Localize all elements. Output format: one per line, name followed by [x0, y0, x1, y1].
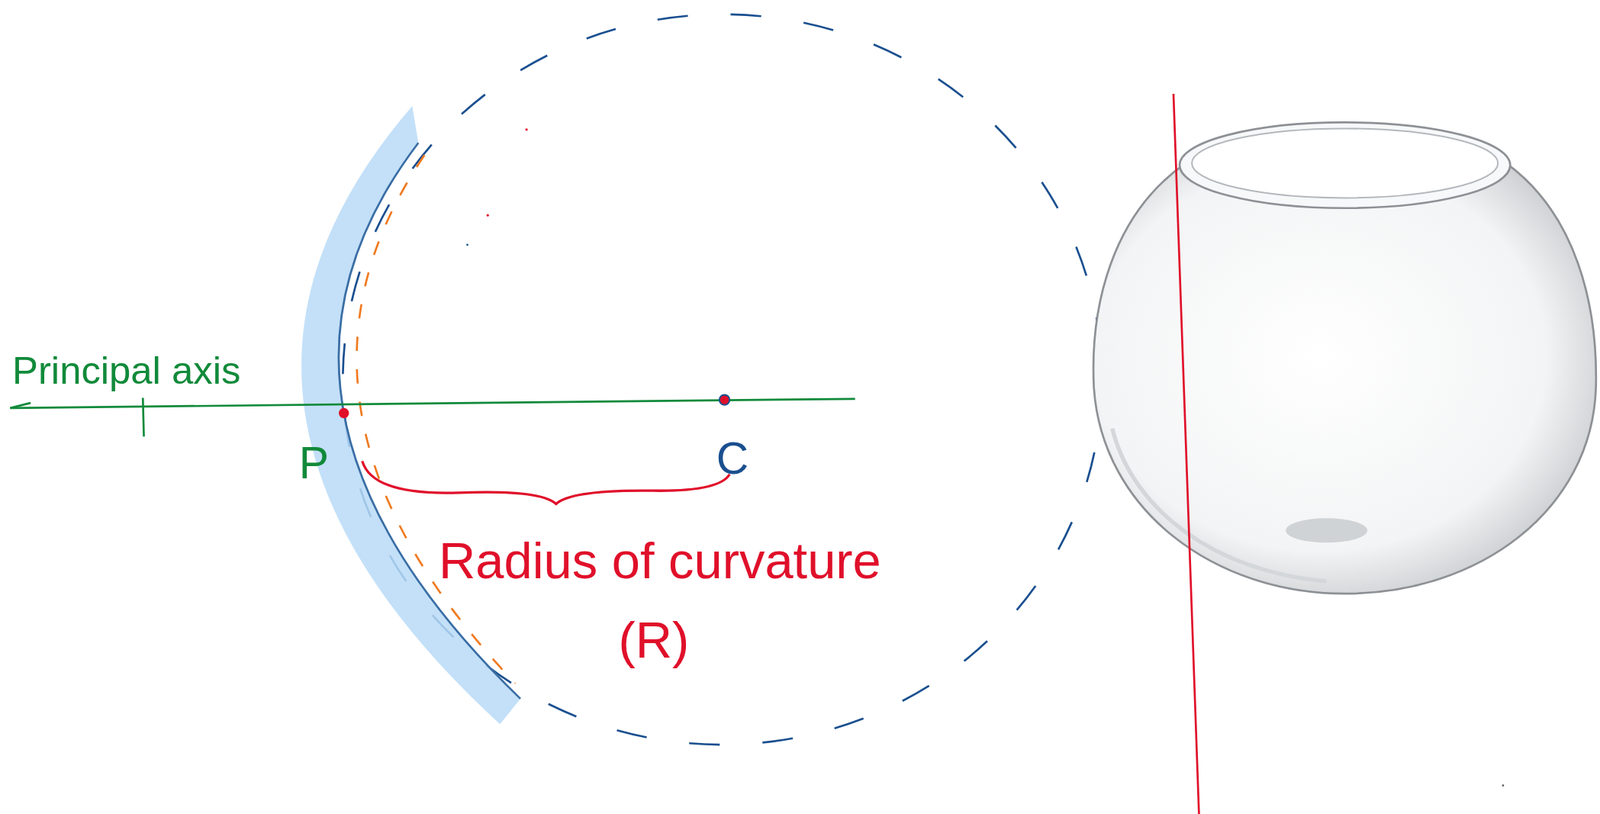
pole-point [338, 408, 349, 419]
symbol-label: (R) [618, 614, 689, 667]
stray-dot [1502, 784, 1505, 787]
centre-label: C [716, 436, 749, 482]
axis-label: Principal axis [12, 351, 241, 391]
radius-label: Radius of curvature [438, 535, 882, 587]
mirror-shading [301, 106, 521, 725]
radius-brace [362, 460, 730, 504]
fishbowl-rim [1179, 122, 1510, 208]
axis-tick [142, 397, 144, 437]
fishbowl-mouth [1191, 128, 1498, 198]
centre-point [719, 394, 730, 405]
stray-dot [486, 214, 490, 217]
fishbowl-base-shadow [1285, 518, 1368, 543]
axis-end [9, 402, 31, 409]
red-vertical-line [1173, 93, 1199, 814]
reflecting-side-hatch [357, 154, 516, 684]
pole-label: P [299, 441, 329, 487]
fishbowl-highlight [1112, 428, 1327, 583]
fishbowl-body [1093, 163, 1597, 594]
stray-dot [466, 244, 469, 247]
mirror-surface [338, 142, 521, 699]
stray-dot [524, 128, 528, 131]
